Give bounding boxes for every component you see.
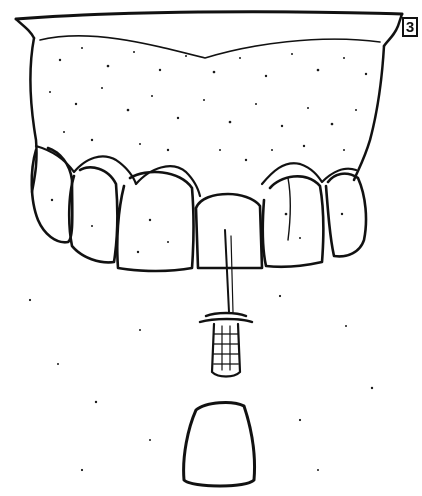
dowel-pin-icon <box>200 230 252 377</box>
crown-icon <box>184 403 255 486</box>
dental-cast-icon <box>16 12 402 271</box>
figure-number-label: 3 <box>406 20 414 35</box>
figure-number-badge: 3 <box>402 17 418 37</box>
